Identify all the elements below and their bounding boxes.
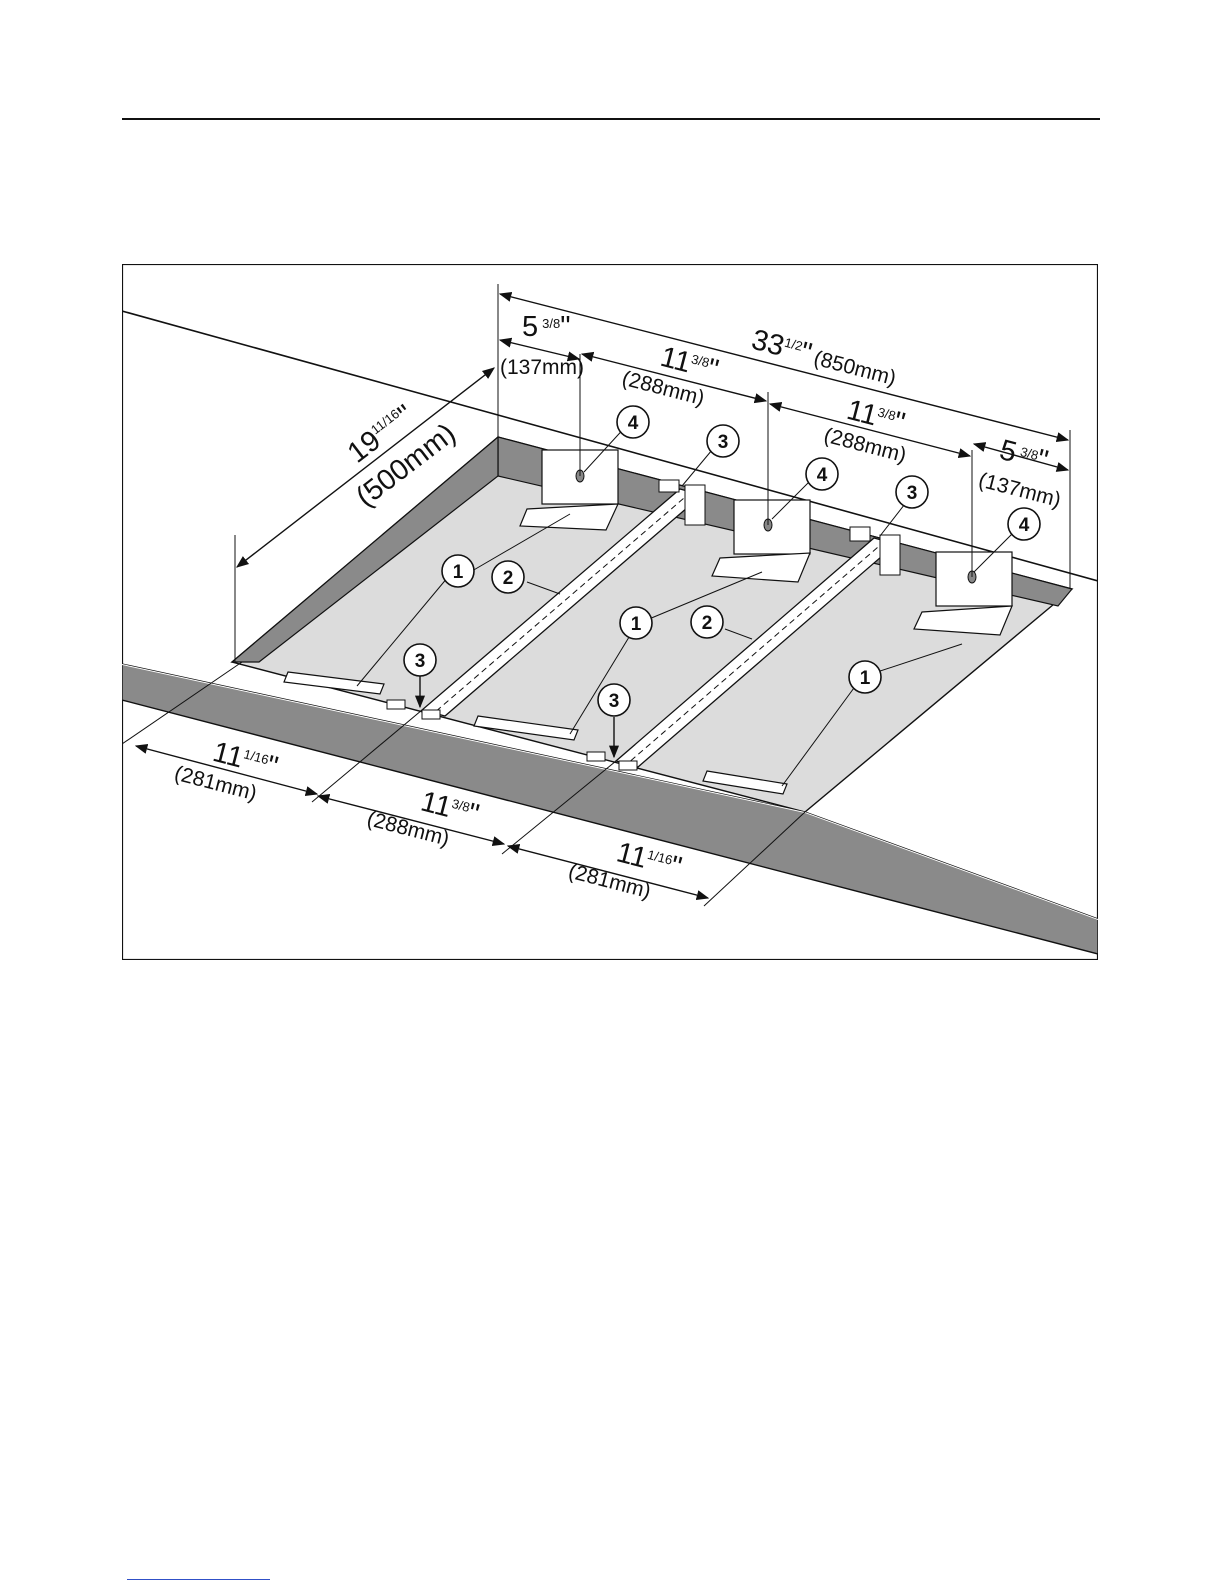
svg-text:4: 4 (628, 413, 639, 434)
callout-3a: 3 (707, 425, 739, 457)
svg-text:3: 3 (415, 651, 426, 672)
front-clip-left-a (387, 700, 405, 709)
svg-text:4: 4 (1019, 515, 1030, 536)
callout-1c: 1 (849, 661, 881, 693)
callout-3c: 3 (404, 644, 436, 676)
svg-text:3: 3 (907, 483, 918, 504)
svg-text:3: 3 (718, 432, 729, 453)
callout-1a: 1 (442, 555, 474, 587)
callout-3d: 3 (598, 684, 630, 716)
dim-left-edge-top-mm: (137mm) (500, 356, 584, 379)
callout-2a: 2 (492, 561, 524, 593)
svg-text:3: 3 (609, 691, 620, 712)
callout-2b: 2 (691, 606, 723, 638)
callout-3b: 3 (896, 476, 928, 508)
front-clip-right-a (587, 752, 605, 761)
svg-text:4: 4 (817, 465, 828, 486)
top-rule (122, 118, 1100, 120)
svg-text:2: 2 (702, 613, 713, 634)
front-clip-right-b (619, 761, 637, 770)
svg-text:1: 1 (631, 614, 642, 635)
callout-4c: 4 (1008, 508, 1040, 540)
svg-text:2: 2 (503, 568, 514, 589)
svg-text:1: 1 (860, 668, 871, 689)
callout-4a: 4 (617, 406, 649, 438)
bottom-link-rule (127, 1579, 270, 1580)
callout-1b: 1 (620, 607, 652, 639)
front-clip-left-b (422, 710, 440, 719)
callout-4b: 4 (806, 458, 838, 490)
svg-text:1: 1 (453, 562, 464, 583)
